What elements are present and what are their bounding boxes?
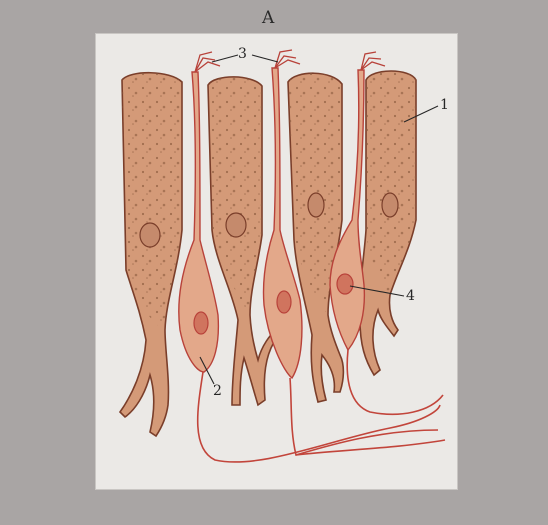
label-receptor-cell-body: 2 xyxy=(213,383,222,399)
axon-fiber-3 xyxy=(347,350,443,414)
olfactory-hairs xyxy=(195,50,385,72)
leader-hairs-left xyxy=(212,55,238,62)
label-supporting-cell: 1 xyxy=(440,97,449,113)
supporting-cell-4 xyxy=(360,71,416,375)
label-hairs: 3 xyxy=(238,46,247,62)
label-nucleus: 4 xyxy=(406,288,415,304)
leader-hairs-right xyxy=(252,55,278,62)
axon-fiber-3b xyxy=(296,440,445,455)
supporting-cell-2 xyxy=(208,77,280,405)
supporting-cell-1 xyxy=(120,73,182,436)
